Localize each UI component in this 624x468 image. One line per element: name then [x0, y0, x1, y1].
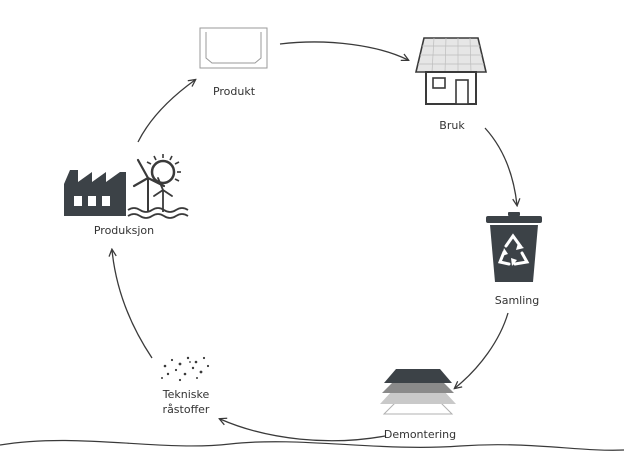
label-produksjon: Produksjon — [94, 224, 154, 237]
label-produkt: Produkt — [213, 85, 256, 98]
stacked-layers-icon — [380, 369, 456, 415]
arrow-produkt-to-bruk — [279, 41, 408, 60]
label-bruk: Bruk — [439, 119, 465, 132]
factory-windmill-sun-icon — [64, 154, 189, 219]
label-tekniske-line2: råstoffer — [163, 403, 210, 416]
label-demontering: Demontering — [384, 428, 456, 441]
arrow-samling-to-demontering — [455, 312, 509, 388]
arrow-produksjon-to-produkt — [137, 80, 195, 143]
house-icon — [414, 37, 488, 105]
recycle-bin-icon — [486, 212, 542, 282]
arrow-demontering-to-tekniske — [220, 419, 386, 442]
label-samling: Samling — [495, 294, 540, 307]
arrow-tekniske-to-produksjon — [112, 250, 153, 359]
particles-icon — [161, 356, 210, 382]
label-tekniske-line1: Tekniske — [162, 388, 210, 401]
arrow-bruk-to-samling — [484, 127, 517, 205]
ground-line — [0, 439, 624, 451]
product-box-icon — [199, 27, 268, 69]
